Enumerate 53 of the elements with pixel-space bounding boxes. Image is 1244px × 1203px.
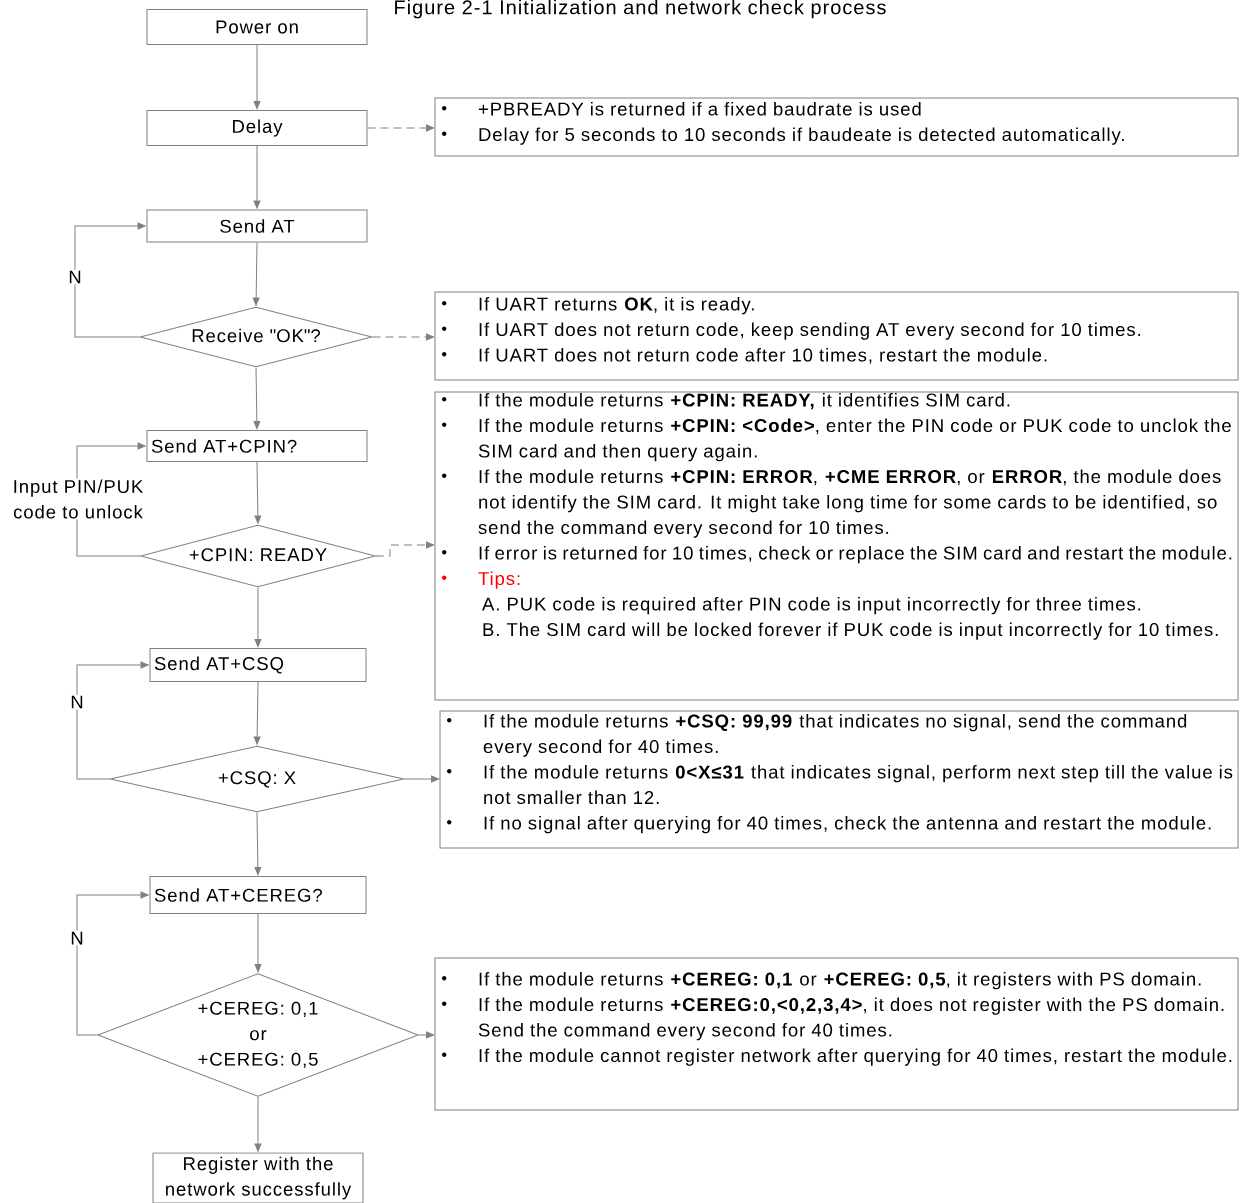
- arrow: [76, 891, 149, 1036]
- arrow: [254, 587, 262, 648]
- arrow: [254, 461, 262, 524]
- arrow: [253, 681, 261, 745]
- bullet-item: Delay for 5 seconds to 10 seconds if baudeate is detected automatically.: [442, 127, 1124, 145]
- bullet-item: If the module returns +CEREG:0,<0,2,3,4>, it does not register with the PS domain. Send the command every second for 40 times.: [442, 997, 1224, 1041]
- process-box: Send AT: [146, 209, 368, 243]
- arrow: [252, 242, 260, 306]
- edge-label: N: [66, 930, 88, 946]
- bullet-item: Tips:: [442, 571, 520, 589]
- arrow: [372, 333, 435, 341]
- process-box: Power on: [146, 9, 368, 45]
- arrow: [253, 367, 261, 430]
- note-box: [434, 97, 1239, 157]
- bullet-item: If the module returns +CPIN: ERROR, +CME ERROR, or ERROR, the module does not identify the SIM card. It might take long time for some cards to be identified, so send the command every second for 10 times.: [442, 469, 1221, 538]
- process-box: Register with the network successfully: [152, 1152, 364, 1203]
- bullet-item: If UART returns OK, it is ready.: [442, 297, 754, 315]
- arrow: [367, 124, 435, 132]
- process-box: Send AT+CSQ: [149, 648, 367, 682]
- process-box: Send AT+CPIN?: [146, 430, 368, 462]
- arrow: [253, 44, 261, 110]
- bullet-item: If the module returns 0<X≤31 that indicates signal, perform next step till the value is not smaller than 12.: [447, 765, 1233, 805]
- bullet-item: If no signal after querying for 40 times, check the antenna and restart the module.: [447, 816, 1211, 834]
- arrow: [74, 222, 146, 338]
- note-text: B. The SIM card will be locked forever if PUK code is input incorrectly for 10 times.: [483, 622, 1218, 640]
- edge-label: Input PIN/PUK code to unlock: [2, 478, 154, 520]
- note-box: [434, 957, 1239, 1111]
- bullet-item: +PBREADY is returned if a fixed baudrate is used: [442, 102, 921, 116]
- note-box: [439, 710, 1239, 849]
- note-box: [434, 291, 1239, 381]
- bullet-item: If the module returns +CSQ: 99,99 that indicates no signal, send the command every second for 40 times.: [447, 714, 1187, 757]
- arrow: [253, 145, 261, 209]
- arrow: [404, 775, 440, 783]
- process-box: Delay: [146, 110, 368, 146]
- bullet-item: If the module returns +CEREG: 0,1 or +CEREG: 0,5, it registers with PS domain.: [442, 972, 1201, 990]
- arrow: [254, 812, 262, 876]
- arrow: [254, 1096, 262, 1152]
- note-box: [434, 391, 1239, 701]
- note-text: A. PUK code is required after PIN code is input incorrectly for three times.: [482, 597, 1141, 615]
- bullet-item: If error is returned for 10 times, check or replace the SIM card and restart the module.: [442, 546, 1232, 564]
- figure-title: Figure 2-1 Initialization and network check process: [395, 0, 886, 19]
- arrow: [76, 661, 149, 780]
- bullet-item: If UART does not return code after 10 times, restart the module.: [442, 348, 1047, 364]
- edge-label: N: [66, 694, 88, 710]
- bullet-item: If the module returns +CPIN: <Code>, enter the PIN code or PUK code to unclok the SIM card and then query again.: [442, 418, 1231, 462]
- arrow: [375, 541, 435, 557]
- arrow: [254, 913, 262, 973]
- process-box: Send AT+CEREG?: [149, 876, 367, 914]
- edge-label: N: [64, 269, 86, 285]
- arrow: [418, 1031, 435, 1039]
- bullet-item: If the module returns +CPIN: READY, it identifies SIM card.: [442, 393, 1010, 410]
- bullet-item: If the module cannot register network after querying for 40 times, restart the module.: [442, 1048, 1232, 1066]
- bullet-item: If UART does not return code, keep sending AT every second for 10 times.: [442, 322, 1140, 340]
